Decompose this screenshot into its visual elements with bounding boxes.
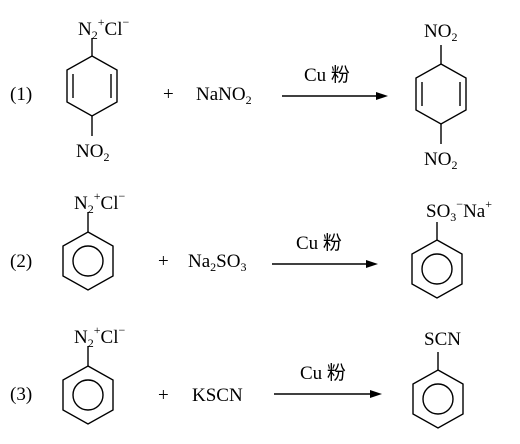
reaction-1-reactant-benzene-ring bbox=[66, 38, 118, 136]
formula-counterion: Cl bbox=[100, 327, 119, 348]
formula-counterion: Cl bbox=[104, 19, 123, 40]
reaction-1-plus-sign: + bbox=[163, 84, 174, 105]
formula-counterion-charge: + bbox=[485, 197, 493, 211]
formula-base: N bbox=[74, 193, 88, 214]
formula-base: KSCN bbox=[192, 385, 243, 406]
formula-base: NO bbox=[76, 141, 104, 162]
reaction-1-product-benzene-ring bbox=[415, 45, 467, 144]
reaction-3-product-benzene-ring bbox=[412, 352, 464, 429]
reaction-3-reactant-aromatic-circle bbox=[72, 379, 104, 411]
reaction-2-condition: Cu 粉 bbox=[296, 233, 342, 254]
reaction-2-reactant-benzene-ring bbox=[62, 212, 114, 291]
formula-counterion-charge: − bbox=[122, 15, 130, 29]
formula-subscript: 2 bbox=[87, 202, 94, 216]
formula-base: NO bbox=[424, 149, 452, 170]
reaction-2-reagent: Na2SO3 bbox=[188, 252, 246, 273]
reaction-1-product-top-nitro-label: NO2 bbox=[424, 22, 457, 43]
reaction-2-diazonium-label: N2+Cl− bbox=[74, 190, 125, 215]
formula-subscript: 2 bbox=[245, 93, 252, 107]
reaction-1-reactant-nitro-label: NO2 bbox=[76, 142, 109, 163]
reaction-1-reagent: NaNO2 bbox=[196, 85, 252, 106]
formula-counterion: Cl bbox=[100, 193, 119, 214]
formula-base: N bbox=[78, 19, 92, 40]
reaction-3-condition: Cu 粉 bbox=[300, 363, 346, 384]
formula-superscript: + bbox=[93, 189, 101, 203]
reaction-2-number: (2) bbox=[10, 251, 33, 272]
reaction-1-arrow-head bbox=[376, 92, 388, 100]
reaction-3-product-ring-hexagon bbox=[412, 369, 464, 429]
formula-superscript: − bbox=[456, 197, 464, 211]
formula-prefix: Na bbox=[188, 251, 211, 272]
formula-superscript: + bbox=[97, 15, 105, 29]
formula-base: N bbox=[74, 327, 88, 348]
reaction-1-diazonium-label: N2+Cl− bbox=[78, 16, 129, 41]
reaction-1-product-bottom-nitro-label: NO2 bbox=[424, 150, 457, 171]
reaction-3-reactant-ring-hexagon bbox=[62, 365, 114, 425]
formula-subscript: 3 bbox=[240, 260, 247, 274]
reaction-3-diazonium-label: N2+Cl− bbox=[74, 324, 125, 349]
reaction-2-reactant-aromatic-circle bbox=[72, 245, 104, 277]
formula-counterion-charge: − bbox=[118, 189, 126, 203]
reaction-3-product-thiocyanate-label: SCN bbox=[424, 330, 461, 349]
formula-superscript: + bbox=[93, 323, 101, 337]
reaction-1-reactant-ring-hexagon bbox=[66, 55, 118, 117]
formula-base: SO bbox=[216, 251, 241, 272]
formula-counterion: Na bbox=[463, 201, 486, 222]
reaction-3-number: (3) bbox=[10, 384, 33, 405]
reaction-2-arrow-head bbox=[366, 260, 378, 268]
formula-subscript: 2 bbox=[451, 30, 458, 44]
formula-subscript: 3 bbox=[450, 210, 457, 224]
reaction-1-number: (1) bbox=[10, 84, 33, 105]
reaction-2-product-benzene-ring bbox=[411, 222, 463, 299]
reaction-3-reagent: KSCN bbox=[192, 386, 243, 405]
reaction-3-plus-sign: + bbox=[158, 385, 169, 406]
reaction-2-plus-sign: + bbox=[158, 251, 169, 272]
formula-subscript: 2 bbox=[91, 28, 98, 42]
formula-base: SO bbox=[426, 201, 451, 222]
formula-subscript: 2 bbox=[451, 158, 458, 172]
reaction-2-reactant-ring-hexagon bbox=[62, 231, 114, 291]
reaction-1-condition: Cu 粉 bbox=[304, 65, 350, 86]
formula-prefix-subscript: 2 bbox=[210, 260, 217, 274]
reaction-3-reactant-benzene-ring bbox=[62, 346, 114, 425]
reaction-2-product-aromatic-circle bbox=[421, 253, 453, 285]
formula-base: SCN bbox=[424, 329, 461, 350]
formula-subscript: 2 bbox=[87, 336, 94, 350]
formula-base: NO bbox=[424, 21, 452, 42]
formula-subscript: 2 bbox=[103, 150, 110, 164]
reaction-2-product-ring-hexagon bbox=[411, 239, 463, 299]
reaction-3-arrow-head bbox=[370, 390, 382, 398]
formula-counterion-charge: − bbox=[118, 323, 126, 337]
reaction-1-product-ring-hexagon bbox=[415, 63, 467, 125]
reaction-3-product-aromatic-circle bbox=[422, 383, 454, 415]
formula-base: NaNO bbox=[196, 84, 246, 105]
reaction-2-product-sulfonate-label: SO3−Na+ bbox=[426, 198, 492, 223]
